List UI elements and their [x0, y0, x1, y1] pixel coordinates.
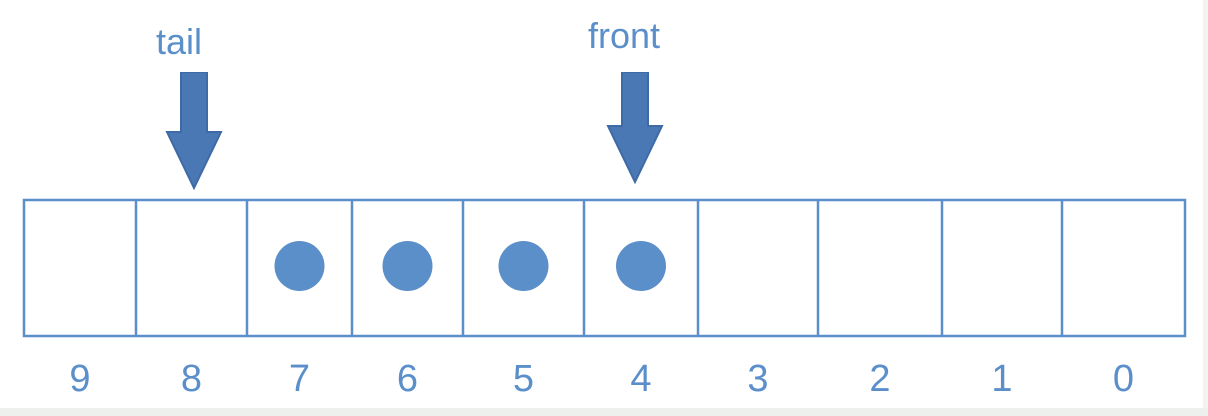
index-label-2: 2: [869, 358, 891, 400]
index-label-7: 7: [288, 358, 311, 400]
tail-label: tail: [156, 21, 203, 62]
front-arrow-shape: [606, 72, 664, 184]
right-edge: [1203, 0, 1208, 408]
queue-element-dot: [498, 241, 549, 291]
index-label-5: 5: [512, 358, 535, 400]
queue-element-dot: [274, 241, 325, 291]
front-arrow-icon: [606, 72, 664, 184]
tail-arrow-icon: [165, 72, 223, 190]
index-label-1: 1: [991, 358, 1013, 400]
array-cells: [22, 198, 1187, 338]
tail-arrow-shape: [165, 72, 223, 190]
index-label-4: 4: [630, 358, 652, 400]
index-label-3: 3: [747, 358, 769, 400]
index-label-6: 6: [396, 358, 419, 400]
front-label: front: [588, 15, 661, 56]
index-label-0: 0: [1112, 358, 1135, 400]
queue-element-dot: [382, 241, 433, 291]
index-label-8: 8: [180, 358, 203, 400]
index-label-9: 9: [69, 358, 91, 400]
queue-element-dot: [616, 241, 666, 291]
bottom-edge: [0, 408, 1208, 416]
array-frame: [22, 198, 1187, 338]
